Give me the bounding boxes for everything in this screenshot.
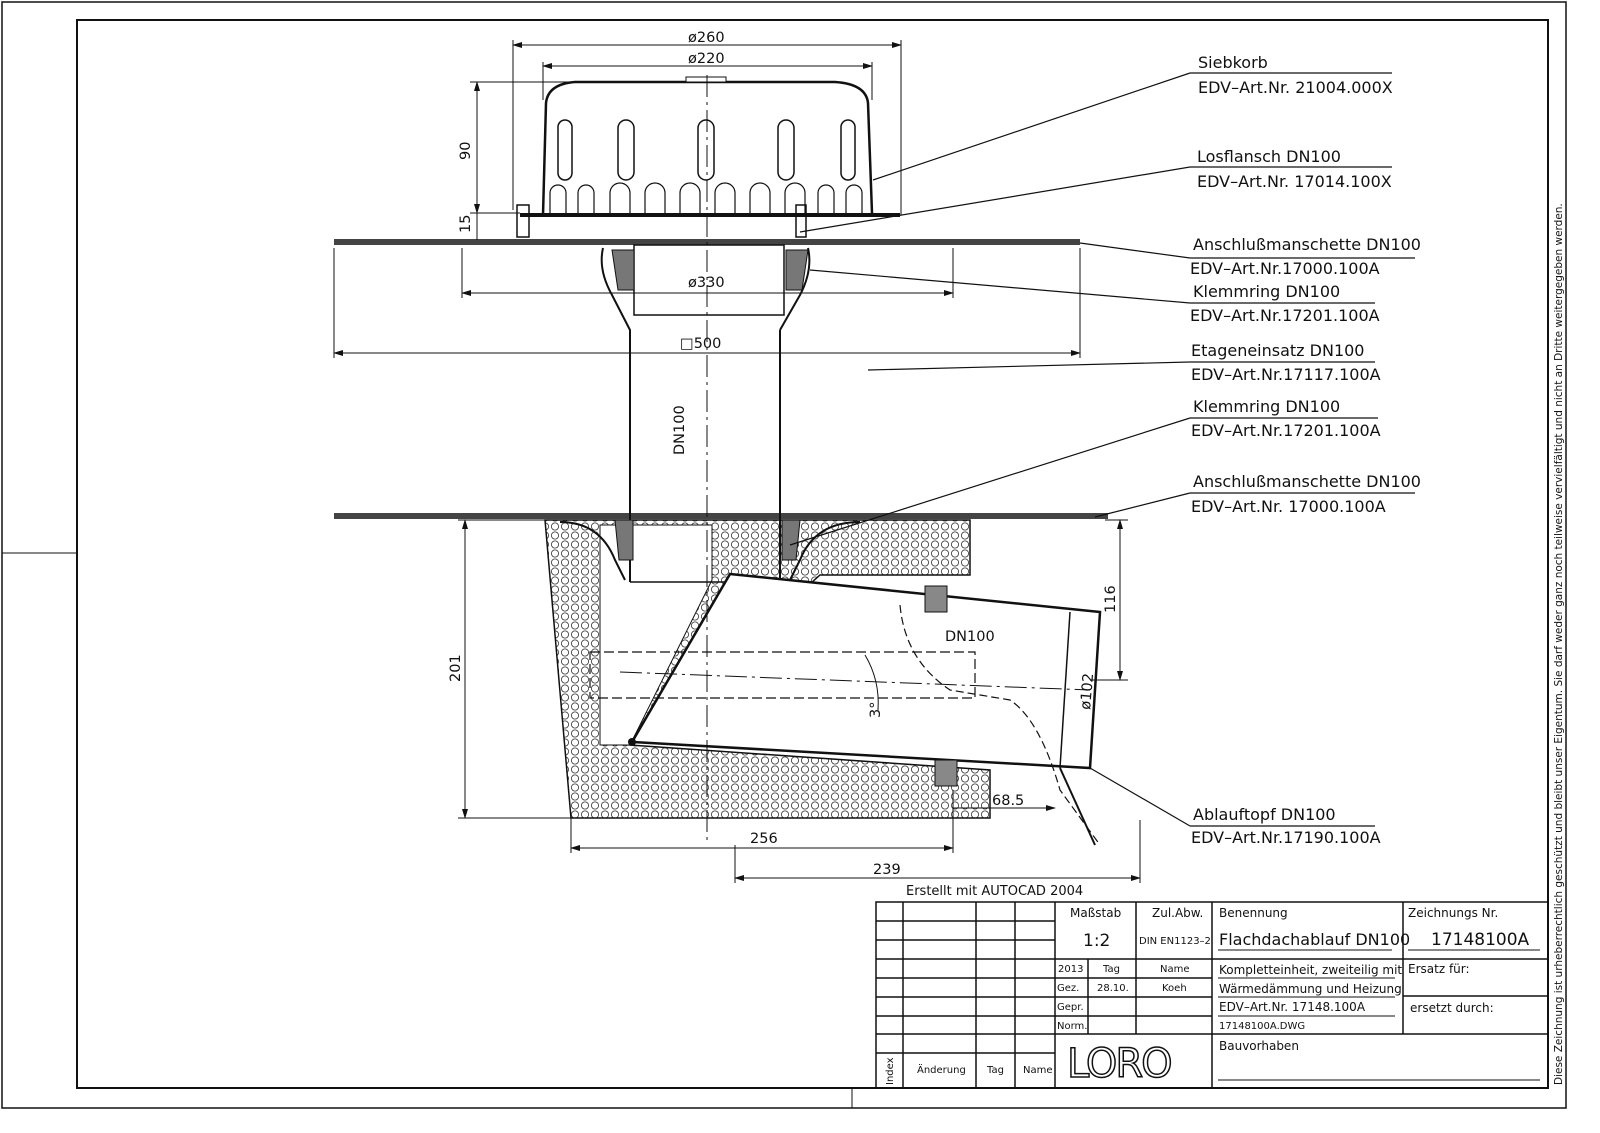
tolerance-value: DIN EN1123–2	[1139, 936, 1211, 947]
drawing-number-value: 17148100A	[1431, 930, 1530, 950]
description-line-1: Kompletteinheit, zweiteilig mit	[1219, 963, 1402, 977]
dim-dn100-outlet: DN100	[945, 629, 995, 645]
dimension-labels: ø260 ø220 90 15 ø330 □500 DN100 DN100 20…	[448, 30, 1119, 878]
part-callouts	[789, 72, 1415, 827]
year: 2013	[1058, 964, 1083, 975]
designation-label: Benennung	[1219, 906, 1288, 920]
revision-name-header: Name	[1023, 1065, 1053, 1076]
dim-h15: 15	[458, 215, 474, 233]
part-name: Siebkorb	[1198, 53, 1268, 72]
day-header: Tag	[1102, 964, 1120, 975]
project-label: Bauvorhaben	[1219, 1039, 1299, 1053]
part-art-no: EDV–Art.Nr. 17000.100A	[1191, 497, 1386, 516]
designation-value: Flachdachablauf DN100	[1219, 930, 1410, 949]
part-name: Etageneinsatz DN100	[1191, 341, 1364, 360]
drawn-by: Koeh	[1162, 983, 1187, 994]
replaces-label: Ersatz für:	[1408, 962, 1470, 976]
dimension-lines	[333, 40, 1141, 883]
checked-label: Gepr.	[1057, 1002, 1084, 1013]
name-header: Name	[1160, 964, 1190, 975]
dim-angle: 3°	[868, 702, 884, 718]
dim-sq500: □500	[680, 336, 721, 352]
revision-change-header: Änderung	[917, 1063, 966, 1076]
part-art-no: EDV–Art.Nr.17201.100A	[1190, 306, 1380, 325]
loro-logo: LORO	[1067, 1041, 1171, 1087]
revision-day-header: Tag	[986, 1065, 1004, 1076]
part-name: Losflansch DN100	[1197, 147, 1341, 166]
part-name: Anschlußmanschette DN100	[1193, 235, 1421, 254]
part-art-no: EDV–Art.Nr.17190.100A	[1191, 828, 1381, 847]
dim-d260: ø260	[688, 30, 725, 46]
scale-value: 1:2	[1083, 931, 1110, 951]
drawing-number-label: Zeichnungs Nr.	[1408, 906, 1498, 920]
part-name: Klemmring DN100	[1193, 397, 1340, 416]
replaced-by-label: ersetzt durch:	[1410, 1001, 1494, 1015]
tolerance-label: Zul.Abw.	[1152, 906, 1203, 920]
dim-d220: ø220	[688, 51, 725, 67]
dim-w256: 256	[750, 831, 778, 847]
revision-index-header: Index	[885, 1057, 896, 1085]
dim-w68: 68.5	[992, 793, 1024, 809]
drawn-date: 28.10.	[1097, 983, 1129, 994]
created-with-note: Erstellt mit AUTOCAD 2004	[906, 884, 1083, 899]
drawn-label: Gez.	[1057, 983, 1079, 994]
description-line-2: Wärmedämmung und Heizung	[1219, 982, 1402, 996]
dim-dn100-vertical: DN100	[672, 405, 688, 455]
part-name: Anschlußmanschette DN100	[1193, 472, 1421, 491]
part-name: Klemmring DN100	[1193, 282, 1340, 301]
title-block: Maßstab 1:2 Zul.Abw. DIN EN1123–2 Benenn…	[875, 901, 1549, 1089]
scale-label: Maßstab	[1070, 906, 1121, 920]
center-lines	[619, 75, 1091, 845]
file-name: 17148100A.DWG	[1219, 1021, 1305, 1032]
copyright-notice: Diese Zeichnung ist urheberrechtlich ges…	[1553, 203, 1565, 1085]
drawing-frame	[1, 1, 1567, 1109]
dim-h116: 116	[1103, 585, 1119, 613]
part-art-no: EDV–Art.Nr.17000.100A	[1190, 259, 1380, 278]
dim-d102: ø102	[1078, 673, 1097, 711]
part-art-no: EDV–Art.Nr.17117.100A	[1191, 365, 1381, 384]
part-art-no: EDV–Art.Nr. 21004.000X	[1198, 78, 1393, 97]
part-art-no: EDV–Art.Nr.17201.100A	[1191, 421, 1381, 440]
dim-h90: 90	[458, 142, 474, 160]
siebkorb	[516, 76, 900, 238]
dim-w239: 239	[873, 862, 901, 878]
part-labels: Siebkorb EDV–Art.Nr. 21004.000X Losflans…	[1190, 53, 1421, 847]
dim-d330: ø330	[688, 275, 725, 291]
article-number: EDV–Art.Nr. 17148.100A	[1219, 1000, 1366, 1014]
dim-h201: 201	[448, 654, 464, 682]
part-name: Ablauftopf DN100	[1193, 805, 1336, 824]
part-art-no: EDV–Art.Nr. 17014.100X	[1197, 172, 1392, 191]
norm-label: Norm.	[1057, 1021, 1087, 1032]
